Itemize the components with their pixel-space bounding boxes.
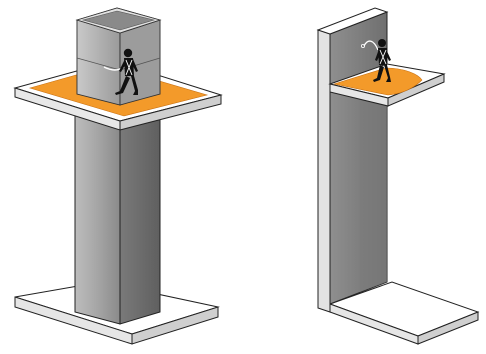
square-column-illustration [15,8,221,344]
right-wall [318,8,387,312]
wall-platform-illustration [318,8,478,344]
square-guardrail-icon [77,8,160,105]
left-column-shaft [75,108,160,324]
